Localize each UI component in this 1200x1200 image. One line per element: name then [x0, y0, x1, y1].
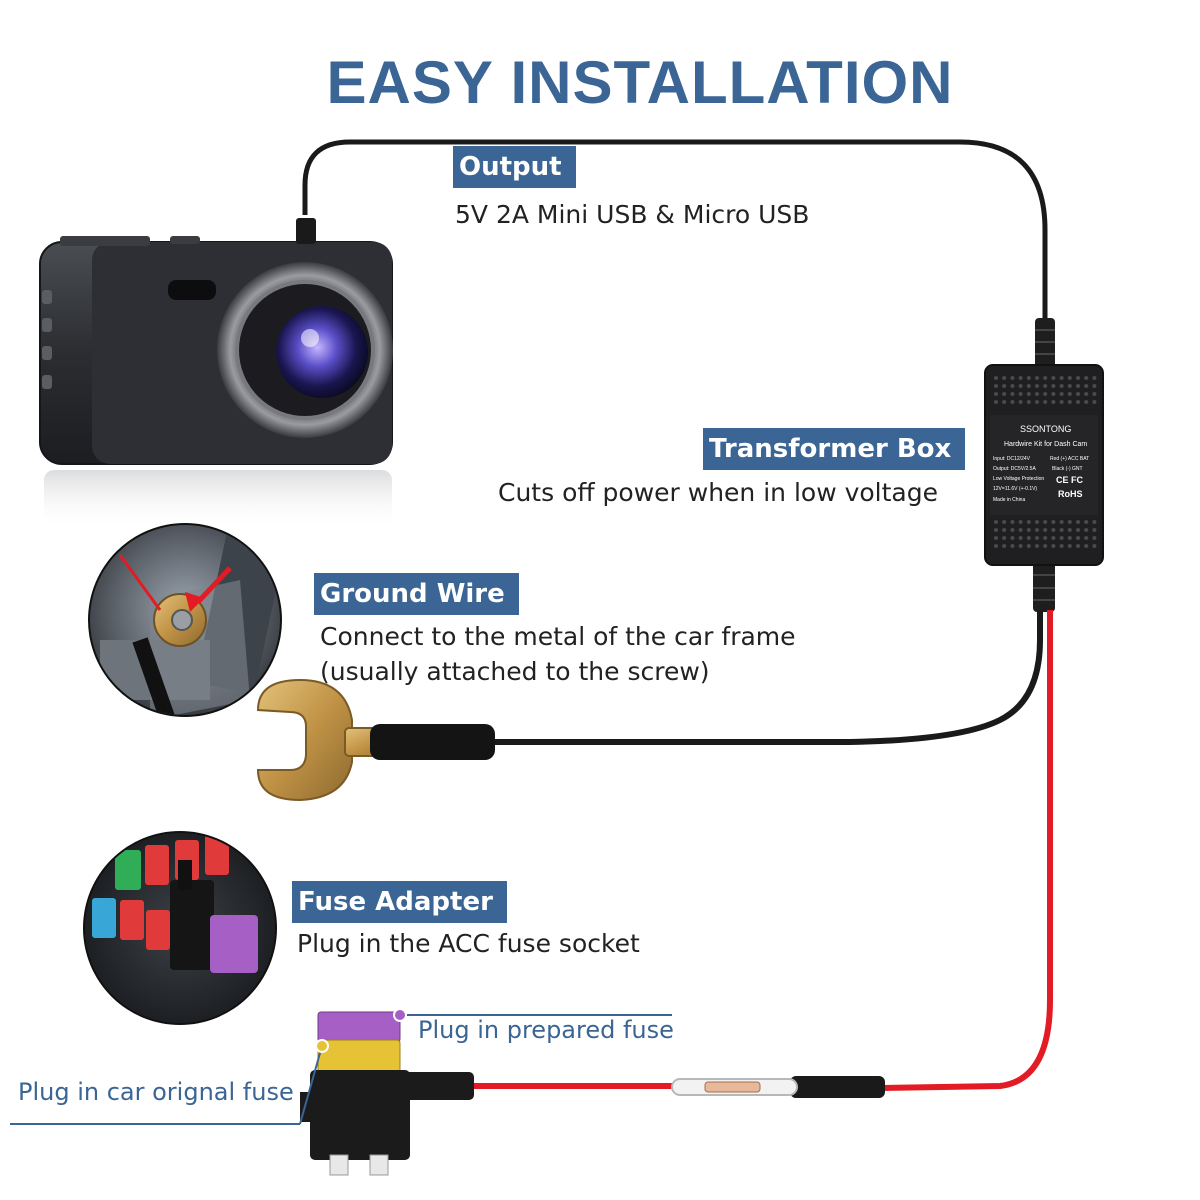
transformer-box — [984, 364, 1104, 566]
box-input: Input: DC12/24V — [993, 456, 1030, 462]
fuse-photo — [83, 831, 277, 1025]
ground-photo — [88, 523, 282, 717]
ring-terminal — [256, 678, 495, 802]
camera-lens-glass — [276, 306, 368, 398]
box-brand: SSONTONG — [1020, 424, 1072, 434]
fuse-description: Plug in the ACC fuse socket — [297, 929, 640, 958]
output-description: 5V 2A Mini USB & Micro USB — [455, 200, 810, 229]
box-origin: Made in China — [993, 497, 1026, 503]
ground-wire — [490, 610, 1043, 745]
fuse-label: Fuse Adapter — [292, 881, 507, 923]
box-marks: CE FC — [1056, 475, 1083, 485]
box-output: Output: DC5V/2.5A — [993, 466, 1036, 472]
ground-description-line2: (usually attached to the screw) — [320, 657, 710, 686]
box-range: 12V=11.6V (+-0.1V) — [993, 486, 1038, 492]
callout-line-original-d — [299, 1045, 323, 1125]
output-cable — [302, 139, 1048, 330]
page-title: EASY INSTALLATION — [326, 49, 954, 116]
box-black: Black (-) GNT — [1052, 466, 1083, 472]
callout-original-fuse: Plug in car orignal fuse — [18, 1078, 294, 1106]
transformer-label: Transformer Box — [703, 428, 966, 470]
ground-label: Ground Wire — [314, 573, 519, 615]
inline-fuse-sleeve — [790, 1076, 885, 1098]
output-label: Output — [453, 146, 576, 188]
dash-cam — [39, 218, 393, 530]
fuse-adapter — [300, 1011, 474, 1176]
box-rohs: RoHS — [1058, 489, 1083, 499]
box-model: Hardwire Kit for Dash Cam — [1004, 441, 1088, 448]
callout-prepared-fuse: Plug in prepared fuse — [418, 1016, 674, 1044]
inline-fuse-core — [704, 1081, 761, 1093]
ground-description-line1: Connect to the metal of the car frame — [320, 622, 796, 651]
box-red: Red (+) ACC BAT — [1050, 456, 1090, 462]
power-wire — [879, 610, 1053, 1091]
box-protect: Low Voltage Protection — [993, 476, 1045, 482]
transformer-description: Cuts off power when in low voltage — [498, 478, 939, 507]
